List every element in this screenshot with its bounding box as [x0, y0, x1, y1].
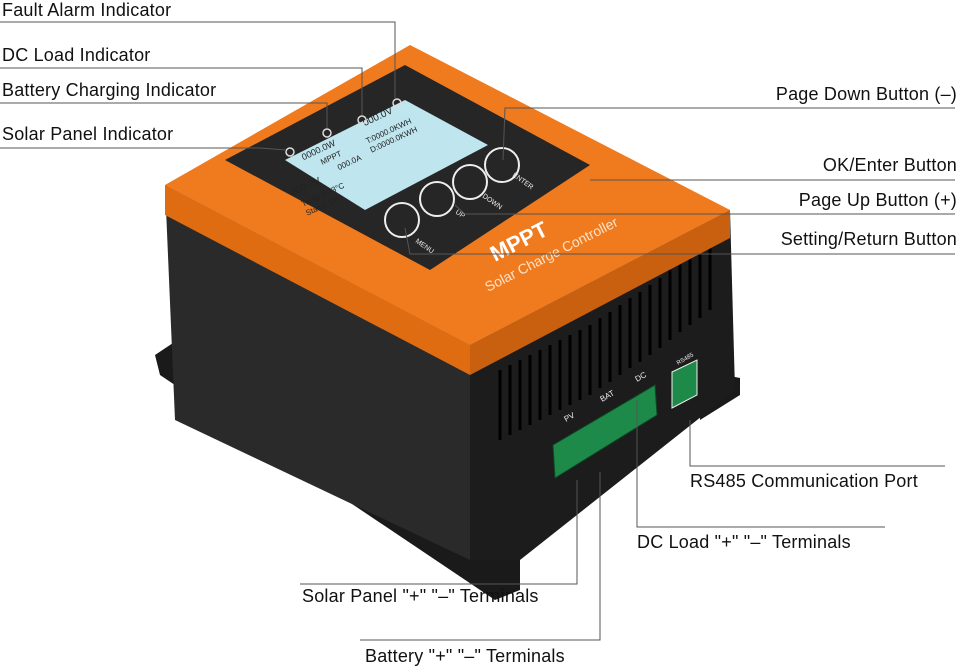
down-button[interactable]: [452, 164, 488, 200]
terminal-block[interactable]: [552, 384, 658, 479]
solar-led-icon: [285, 147, 295, 157]
load-led-icon: [357, 115, 367, 125]
top-cover-front-edge: [165, 185, 470, 375]
label-rs485: RS485 Communication Port: [690, 471, 918, 491]
up-label: UP: [454, 209, 466, 221]
menu-button[interactable]: [384, 202, 420, 238]
rs485-port[interactable]: [671, 359, 698, 409]
vents: [498, 240, 712, 440]
label-page-down: Page Down Button (–): [775, 84, 957, 104]
up-button[interactable]: [419, 181, 455, 217]
leader-lines: [0, 21, 955, 641]
left-side: [165, 185, 470, 560]
top-cover-front-right: [470, 210, 730, 375]
label-page-up: Page Up Button (+): [798, 190, 957, 210]
lcd-screen: [285, 100, 488, 210]
label-dc-load-indicator: DC Load Indicator: [2, 45, 151, 65]
enter-button[interactable]: [484, 147, 520, 183]
label-dc-load-terminals: DC Load "+" "–" Terminals: [637, 532, 851, 552]
label-fault-alarm: Fault Alarm Indicator: [2, 0, 172, 20]
label-solar-panel-indicator: Solar Panel Indicator: [2, 124, 174, 144]
label-ok-enter: OK/Enter Button: [822, 155, 957, 175]
label-battery-charging: Battery Charging Indicator: [2, 80, 217, 100]
label-setting-return: Setting/Return Button: [780, 229, 957, 249]
fault-led-icon: [392, 98, 402, 108]
label-solar-terminals: Solar Panel "+" "–" Terminals: [302, 586, 539, 606]
battery-led-icon: [322, 128, 332, 138]
label-battery-terminals: Battery "+" "–" Terminals: [365, 646, 565, 666]
